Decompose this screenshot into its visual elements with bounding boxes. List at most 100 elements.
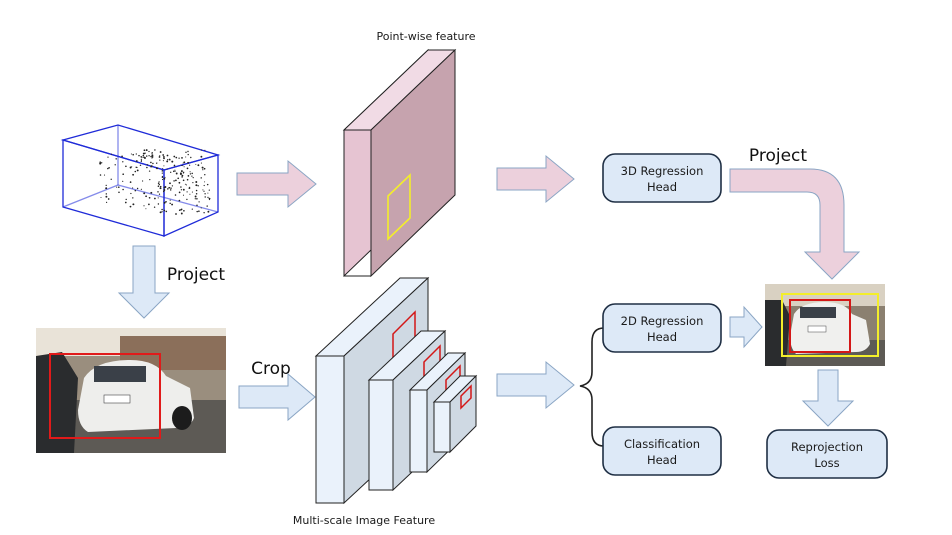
- svg-text:Head: Head: [647, 330, 677, 344]
- lidar-point: [142, 156, 144, 158]
- svg-text:Loss: Loss: [814, 456, 839, 470]
- lidar-point: [151, 154, 154, 157]
- lidar-point: [195, 192, 198, 195]
- lidar-point: [163, 189, 166, 191]
- svg-text:Head: Head: [647, 453, 677, 467]
- lidar-point: [173, 170, 175, 173]
- lidar-point: [173, 164, 176, 167]
- lidar-point: [174, 169, 176, 171]
- lidar-point: [192, 182, 194, 184]
- lidar-point: [115, 158, 117, 160]
- lidar-point: [107, 156, 109, 158]
- lidar-point: [183, 166, 185, 168]
- lidar-point: [181, 176, 183, 178]
- lidar-point: [148, 155, 150, 157]
- lidar-point: [162, 190, 165, 193]
- lidar-point: [146, 164, 148, 166]
- lidar-point: [151, 155, 154, 158]
- lidar-point: [130, 153, 132, 155]
- lidar-point: [181, 174, 184, 177]
- lidar-point: [140, 160, 143, 162]
- lidar-point: [191, 175, 193, 177]
- lidar-point: [125, 198, 127, 201]
- lidar-point: [122, 180, 124, 182]
- lidar-point: [145, 195, 147, 198]
- lidar-point: [143, 149, 146, 152]
- lidar-point: [178, 209, 181, 211]
- arrow-lidar-to-pointwise: [236, 159, 317, 209]
- lidar-point: [118, 186, 120, 188]
- lidar-point: [105, 195, 108, 198]
- lidar-point: [99, 162, 102, 165]
- lidar-point: [145, 155, 148, 157]
- lidar-point: [204, 196, 206, 198]
- lidar-point: [183, 209, 185, 212]
- regression-3d-head-box: 3D Regression Head: [602, 153, 722, 203]
- car-image-right: [765, 284, 885, 366]
- lidar-point: [166, 154, 169, 157]
- lidar-point: [202, 189, 204, 191]
- lidar-point: [169, 199, 171, 201]
- lidar-point: [163, 177, 166, 180]
- lidar-point: [175, 179, 177, 182]
- lidar-point: [198, 201, 200, 203]
- svg-text:3D Regression: 3D Regression: [621, 164, 704, 178]
- lidar-point: [122, 173, 125, 176]
- regression-2d-head-box: 2D Regression Head: [602, 303, 722, 353]
- lidar-point: [135, 153, 137, 155]
- lidar-point: [154, 149, 156, 151]
- pointwise-feature-label: Point-wise feature: [376, 30, 475, 43]
- lidar-point: [169, 189, 172, 191]
- lidar-point: [194, 195, 197, 198]
- lidar-point: [187, 150, 189, 153]
- lidar-point: [195, 184, 198, 187]
- lidar-point: [162, 155, 165, 158]
- lidar-point: [170, 187, 172, 189]
- lidar-point: [194, 198, 196, 200]
- lidar-point: [138, 154, 140, 157]
- lidar-point: [143, 157, 146, 159]
- lidar-point: [184, 183, 186, 185]
- arrow-2d-head-to-image: [729, 305, 763, 349]
- lidar-point: [182, 172, 185, 174]
- lidar-point: [171, 185, 174, 187]
- lidar-point: [114, 164, 116, 166]
- lidar-point: [156, 162, 158, 164]
- lidar-point: [181, 164, 183, 167]
- lidar-point: [105, 193, 108, 195]
- lidar-point: [191, 172, 193, 175]
- lidar-point: [191, 208, 193, 210]
- lidar-point: [166, 168, 168, 170]
- lidar-point: [149, 178, 151, 181]
- lidar-point: [145, 149, 148, 152]
- lidar-point: [203, 184, 205, 187]
- lidar-point: [107, 167, 109, 170]
- lidar-point: [124, 201, 127, 204]
- lidar-point: [198, 210, 200, 212]
- lidar-point: [186, 167, 189, 170]
- lidar-point: [146, 166, 148, 169]
- lidar-point: [166, 160, 169, 163]
- car-image-left: [36, 328, 226, 453]
- lidar-point: [110, 153, 113, 155]
- lidar-point: [132, 187, 134, 189]
- lidar-point: [204, 193, 206, 195]
- lidar-point: [201, 166, 204, 169]
- lidar-point: [175, 213, 177, 215]
- lidar-point: [163, 165, 165, 167]
- classification-head-box: Classification Head: [602, 426, 722, 476]
- lidar-point: [200, 207, 202, 209]
- lidar-point: [187, 161, 189, 164]
- arrow-crop: [238, 372, 316, 422]
- pointwise-roi-square: [387, 173, 411, 241]
- lidar-point: [140, 159, 143, 161]
- lidar-point: [171, 160, 174, 163]
- lidar-point: [140, 157, 142, 159]
- lidar-point: [143, 205, 145, 207]
- lidar-point: [203, 167, 206, 170]
- lidar-point: [200, 149, 203, 151]
- lidar-point: [182, 188, 185, 191]
- lidar-point: [189, 164, 191, 166]
- lidar-point: [169, 158, 171, 161]
- lidar-point: [189, 193, 191, 195]
